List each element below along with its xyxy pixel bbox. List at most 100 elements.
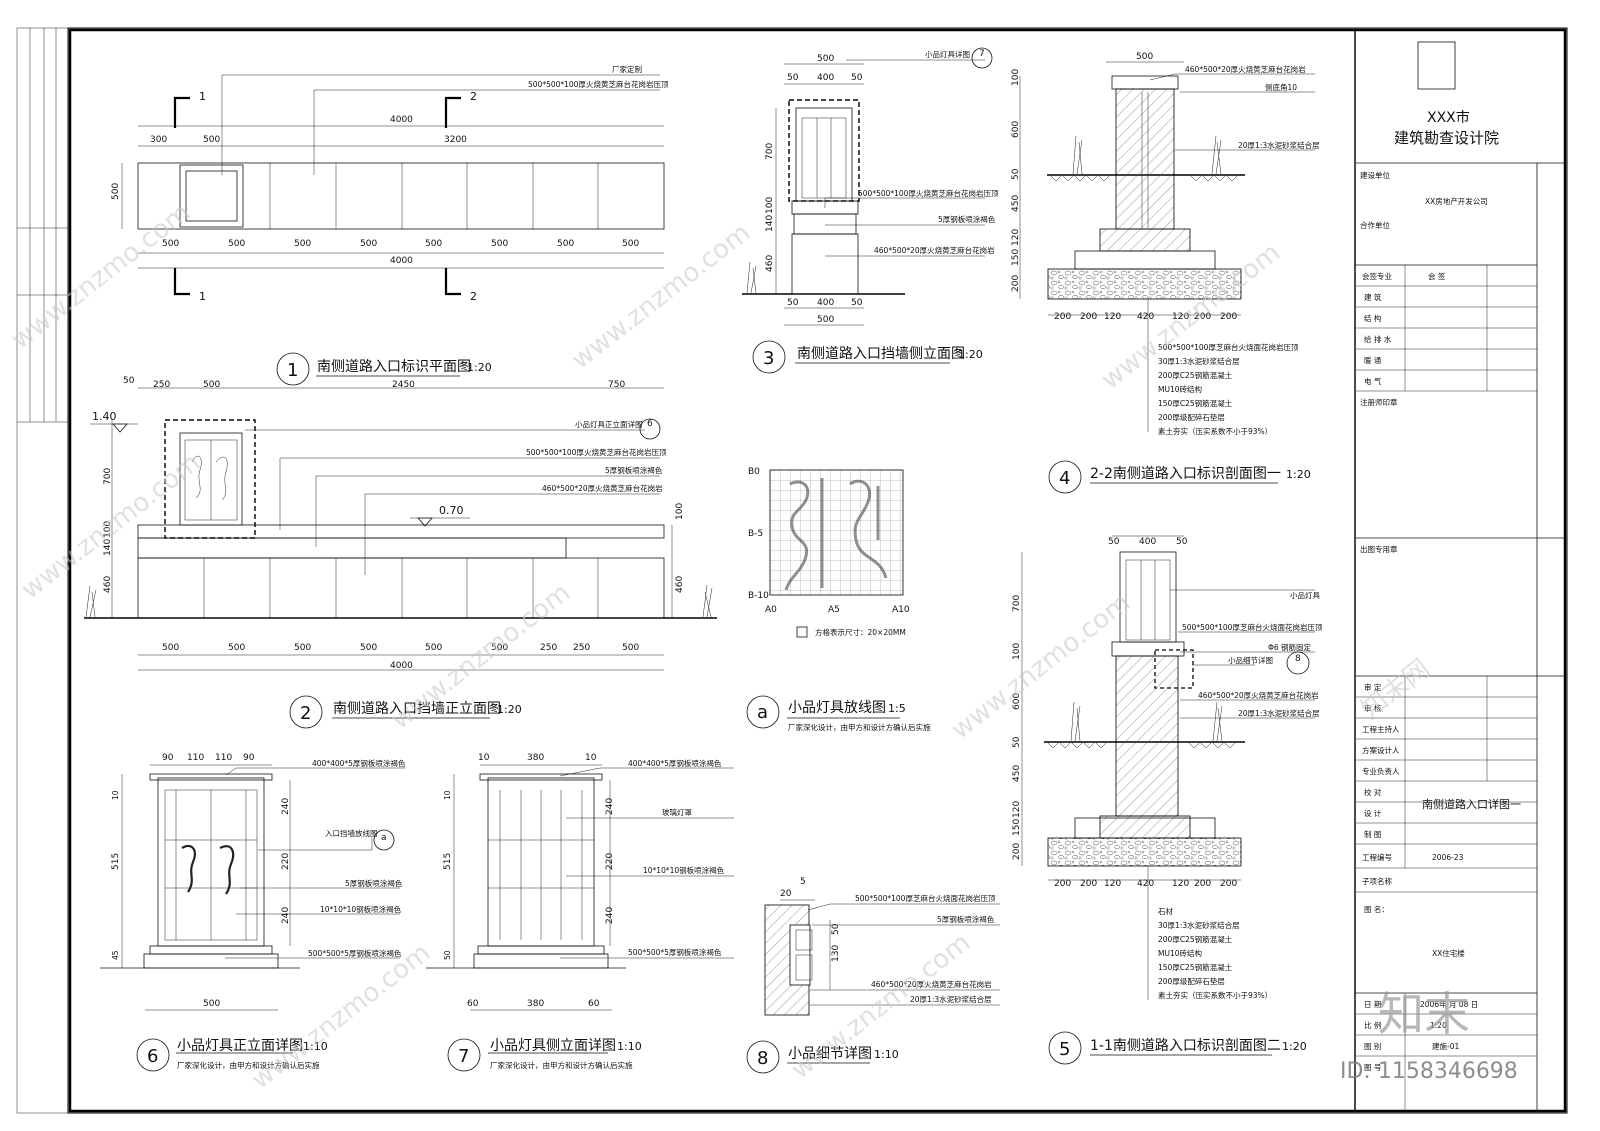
d2-dim-bottom-3: 500: [294, 643, 311, 653]
d2-dim-left-3: 140: [103, 539, 113, 556]
d5-ref-number: 8: [1295, 654, 1301, 664]
d1-cut-1b: 1: [199, 290, 206, 303]
d4-scale: 1:20: [1286, 468, 1311, 481]
d6-dim-right-1: 240: [281, 798, 291, 815]
sign-row-4: 暖 通: [1364, 355, 1382, 365]
da-row-3: B-10: [748, 591, 769, 601]
d3-dim-left-1: 700: [765, 143, 775, 160]
d1-seg-2: 500: [228, 239, 245, 249]
scale-label: 比 例: [1364, 1020, 1381, 1030]
d5-label-4: 小品细节详图: [1228, 655, 1273, 665]
d8-label-4: 20厚1:3水泥砂浆结合层: [910, 994, 992, 1004]
d7-dim-left-1: 10: [443, 790, 452, 800]
da-number: a: [757, 702, 768, 723]
d7-note: 厂家深化设计，由甲方和设计方确认后实施: [490, 1060, 633, 1070]
d6-dim-top-1: 90: [162, 753, 174, 763]
d1-dim-left: 300: [150, 135, 167, 145]
d1-seg-6: 500: [491, 239, 508, 249]
d4-label-1: 460*500*20厚火烧黄芝麻台花岗岩: [1185, 64, 1306, 74]
d1-dim-total: 4000: [390, 115, 413, 125]
d4-layer-5: 150厚C25钢筋混凝土: [1158, 398, 1233, 408]
d2-dim-bottom-8: 250: [573, 643, 590, 653]
d8-number: 8: [757, 1048, 768, 1069]
d7-dim-right-1: 240: [605, 798, 615, 815]
sign-row-5: 电 气: [1364, 376, 1382, 386]
d4-layer-6: 200厚级配碎石垫层: [1158, 412, 1225, 422]
d1-label-2: 500*500*100厚火烧黄芝麻台花岗岩压顶: [528, 79, 669, 89]
drawing-name-value: XX住宅楼: [1432, 948, 1465, 958]
d1-seg-1: 500: [162, 239, 179, 249]
d4-dim-bottom-6: 200: [1194, 312, 1211, 322]
d3-dim-top-4: 50: [851, 73, 863, 83]
d7-dim-bottom-1: 60: [467, 999, 479, 1009]
d8-label-3: 460*500*20厚火烧黄芝麻台花岗岩: [871, 979, 992, 989]
d2-dim-top-3: 500: [203, 380, 220, 390]
d8-dim-1: 20: [780, 889, 792, 899]
sign-header-2: 会 签: [1428, 271, 1446, 281]
coop-label: 合作单位: [1360, 220, 1390, 230]
da-title: 小品灯具放线图: [788, 700, 886, 716]
drawing-4-section: [1019, 61, 1315, 494]
d2-title: 南侧道路入口挡墙正立面图: [333, 701, 501, 717]
d4-layer-4: MU10砖结构: [1158, 384, 1203, 394]
d3-label-2: 500*500*100厚火烧黄芝麻台花岗岩压顶: [858, 188, 999, 198]
d7-dim-top-3: 10: [585, 753, 597, 763]
d5-dim-left-3: 600: [1012, 693, 1022, 710]
watermark-id: ID: 1158346698: [1340, 1059, 1518, 1084]
d4-dim-left-4: 450: [1011, 195, 1021, 212]
da-row-2: B-5: [748, 529, 763, 539]
d2-dim-right-2: 460: [675, 576, 685, 593]
d4-dim-left-7: 200: [1011, 275, 1021, 292]
d4-dim-left-2: 600: [1011, 121, 1021, 138]
d2-dim-bottom-9: 500: [622, 643, 639, 653]
d4-layer-1: 500*500*100厚芝麻台火烧面花岗岩压顶: [1158, 342, 1299, 352]
d5-label-5: 460*500*20厚火烧黄芝麻台花岗岩: [1198, 690, 1319, 700]
d5-dim-left-7: 150: [1012, 819, 1022, 836]
d5-dim-bottom-4: 420: [1137, 879, 1154, 889]
d5-dim-left-1: 700: [1012, 595, 1022, 612]
d5-dim-left-5: 450: [1012, 765, 1022, 782]
d4-dim-bottom-2: 200: [1080, 312, 1097, 322]
d2-ref-circle: [639, 418, 661, 440]
d6-dim-right-3: 240: [281, 907, 291, 924]
d2-ref-label: 小品灯具正立面详图: [575, 419, 643, 429]
d3-label-3: 5厚钢板喷涂褐色: [938, 214, 996, 224]
d3-title: 南侧道路入口挡墙侧立面图: [797, 346, 965, 362]
d2-dim-bottom-4: 500: [360, 643, 377, 653]
d6-dim-top-3: 110: [215, 753, 232, 763]
d5-label-1: 小品灯具: [1290, 590, 1320, 600]
drawing-6-lamp-front: [100, 764, 405, 1072]
d2-dim-top-1: 50: [123, 376, 135, 386]
da-col-3: A10: [892, 605, 910, 615]
d4-dim-bottom-7: 200: [1220, 312, 1237, 322]
d5-dim-bottom-2: 200: [1080, 879, 1097, 889]
d8-label-2: 5厚钢板喷涂褐色: [937, 914, 995, 924]
d5-label-3: Φ6 钢筋固定: [1268, 642, 1312, 652]
d8-dim-4: 130: [831, 945, 841, 962]
drawing-5-section: [1021, 535, 1315, 1065]
d4-dim-bottom-1: 200: [1054, 312, 1071, 322]
d2-dim-top-4: 2450: [392, 380, 415, 390]
d2-dim-left-1: 700: [103, 468, 113, 485]
d2-label-3: 5厚钢板喷涂褐色: [605, 465, 663, 475]
d3-dim-top-1: 500: [817, 54, 834, 64]
d2-label-4: 460*500*20厚火烧黄芝麻台花岗岩: [542, 483, 663, 493]
d6-note: 厂家深化设计，由甲方和设计方确认后实施: [177, 1060, 320, 1070]
category-value: 建施-01: [1432, 1041, 1459, 1051]
d2-scale: 1:20: [497, 703, 522, 716]
d6-dim-top-4: 90: [243, 753, 255, 763]
d6-ref-circle: [373, 829, 395, 851]
d3-dim-top-3: 400: [817, 73, 834, 83]
d5-dim-left-4: 50: [1012, 736, 1022, 748]
d5-layer-5: 150厚C25钢筋混凝土: [1158, 962, 1233, 972]
project-no-value: 2006-23: [1432, 853, 1464, 862]
da-note: 厂家深化设计，由甲方和设计方确认后实施: [788, 722, 931, 732]
d5-layer-3: 200厚C25钢筋混凝土: [1158, 934, 1233, 944]
d2-ref-number: 6: [647, 419, 653, 429]
d8-title: 小品细节详图: [788, 1046, 872, 1062]
drawing-a-grid: [746, 469, 904, 729]
d6-scale: 1:10: [303, 1040, 328, 1053]
project-name: 南侧道路入口详图一: [1422, 797, 1521, 811]
d4-dim-left-5: 120: [1011, 229, 1021, 246]
